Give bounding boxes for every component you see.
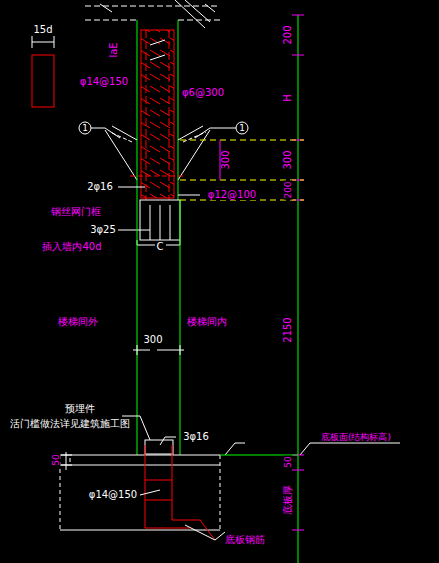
drawing-label: φ12@100: [207, 190, 257, 200]
drawing-label: 1: [81, 124, 89, 133]
drawing-label: 50: [52, 453, 61, 466]
drawing-label: 300: [142, 335, 163, 345]
drawing-label: 50: [284, 455, 293, 468]
drawing-label: 底板面(结构标高): [320, 433, 392, 442]
drawing-label: 插入墙内40d: [41, 242, 102, 252]
drawing-label: 预埋件: [64, 404, 96, 414]
drawing-label: 300: [221, 149, 231, 170]
drawing-label: φ14@150: [88, 490, 138, 500]
drawing-label: 300: [283, 149, 293, 170]
drawing-label: 底板钢筋: [224, 535, 266, 545]
drawing-label: C: [156, 242, 165, 252]
drawing-label: 200: [283, 24, 293, 45]
drawing-label: 楼梯间内: [186, 317, 228, 327]
drawing-label: 底板厚: [283, 484, 293, 516]
drawing-label: 1: [238, 124, 246, 133]
drawing-label: 3φ25: [89, 225, 117, 235]
drawing-label: 活门槛做法详见建筑施工图: [9, 419, 131, 429]
drawing-label: 2150: [283, 316, 293, 343]
drawing-label: 3φ16: [182, 432, 210, 442]
drawing-label: H: [283, 93, 293, 103]
drawing-label: 15d: [32, 25, 53, 35]
drawing-label: 楼梯间外: [57, 317, 99, 327]
drawing-label: φ14@150: [79, 77, 129, 87]
drawing-label: 2φ16: [86, 182, 114, 192]
drawing-label: laE: [109, 41, 119, 58]
drawing-label: φ6@300: [181, 88, 225, 98]
drawing-label: 200: [284, 180, 293, 199]
drawing-label: 钢丝网门框: [50, 207, 102, 217]
